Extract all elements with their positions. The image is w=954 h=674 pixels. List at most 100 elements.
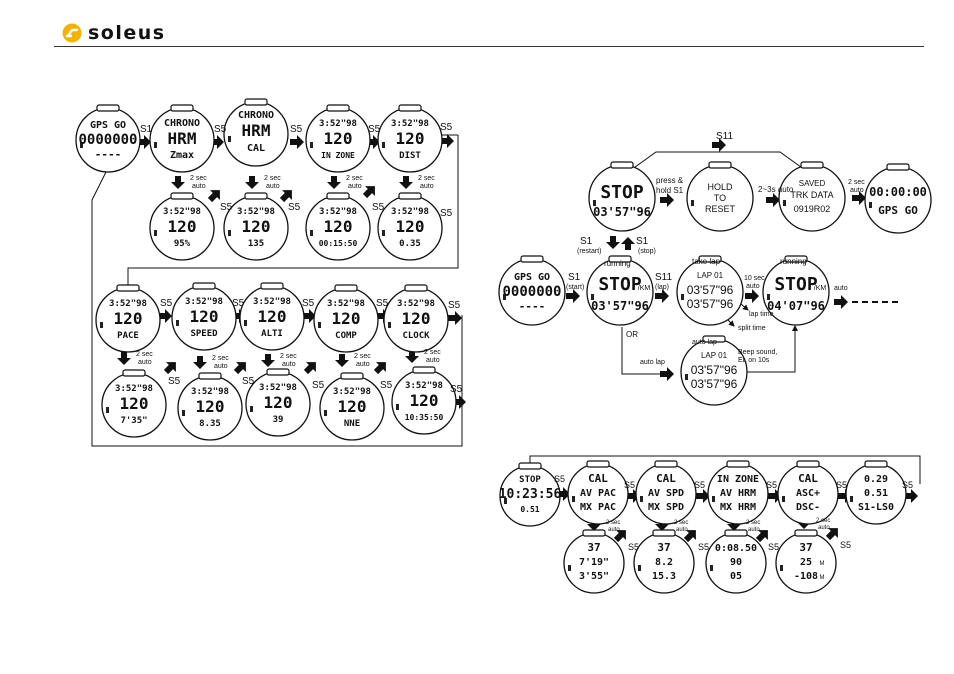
label-auto: auto (746, 283, 760, 290)
lcd-text: SAVED (799, 179, 826, 188)
battery-icon (850, 496, 853, 502)
lcd-text: 120 (190, 307, 219, 326)
label-s1: S1 (636, 236, 649, 247)
battery-icon (324, 410, 327, 416)
battery-icon (710, 565, 713, 571)
lcd-text: 3'55" (579, 571, 609, 582)
arrow-up-right-icon (683, 530, 696, 543)
lcd-text: 120 (258, 307, 287, 326)
label-split-time: split time (738, 325, 766, 332)
lcd-text: 3:52"98 (327, 299, 365, 309)
label-s5: S5 (214, 124, 227, 135)
arrow-up-right-icon (825, 528, 838, 541)
lcd-text: M (820, 575, 825, 581)
lcd-text: STOP (519, 475, 541, 485)
label-two-sec: 2 sec (424, 349, 441, 356)
arrow-down-icon (587, 518, 601, 531)
lcd-text: 03'57"96 (691, 377, 738, 391)
label-two-sec: 2 sec (354, 353, 371, 360)
lcd-text: S1-LS0 (858, 502, 894, 513)
arrow-right-icon (745, 289, 759, 303)
label-s5: S5 (232, 298, 245, 309)
lcd-text: 15.3 (652, 571, 676, 582)
lcd-text: RESET (705, 204, 736, 214)
label-two-sec: 2 sec (816, 518, 830, 524)
battery-icon (244, 320, 247, 326)
label-auto: auto (676, 527, 688, 533)
watch-spd-sub: 378.215.3 (633, 529, 695, 594)
label-s5: S5 (380, 380, 393, 391)
lcd-text: DIST (399, 151, 421, 161)
lcd-text: AV PAC (580, 488, 616, 499)
battery-icon (154, 142, 157, 148)
lcd-text: TRK DATA (790, 190, 833, 200)
arrow-right-icon (366, 135, 380, 149)
lcd-text: 39 (273, 415, 284, 425)
lcd-text: MX PAC (580, 502, 616, 513)
lcd-text: 3:52"98 (391, 119, 429, 129)
label-two-sec: 2 sec (280, 353, 297, 360)
lcd-text: 7'35" (120, 416, 147, 426)
label-auto: auto (282, 361, 296, 368)
lcd-text: CHRONO (238, 110, 274, 121)
label-auto: auto (192, 183, 206, 190)
lcd-text: HRM (242, 121, 271, 140)
arrow-right-icon (137, 135, 151, 149)
arrow-down-icon (399, 176, 413, 189)
arrow-right-icon (566, 289, 580, 303)
label-auto: auto (818, 525, 830, 531)
label-running: running (780, 257, 807, 266)
label-running: running (604, 259, 631, 268)
battery-icon (154, 230, 157, 236)
lcd-text: CAL (656, 472, 676, 485)
label-el: EL on 10s (738, 357, 770, 364)
lcd-text: 3:52"98 (163, 207, 201, 217)
lcd-text: 03'57"96 (687, 283, 734, 297)
battery-icon (310, 230, 313, 236)
lcd-text: 95% (174, 239, 191, 249)
flow-line (746, 325, 798, 373)
label-auto: auto (748, 527, 760, 533)
arrow-up-right-icon (233, 362, 246, 375)
lcd-text: NNE (344, 419, 360, 429)
battery-icon (176, 320, 179, 326)
label-s5: S5 (302, 298, 315, 309)
label-auto: auto (608, 527, 620, 533)
watch-pac-sub: 377'19"3'55" (563, 529, 625, 594)
lcd-text: 120 (332, 309, 361, 328)
lcd-text: 0.51 (864, 488, 888, 499)
lcd-text: ---- (95, 148, 122, 161)
label-s5: S5 (368, 124, 381, 135)
lcd-text: GPS GO (878, 204, 918, 217)
lcd-text: /KM (638, 285, 651, 292)
label-two-sec: 2 sec (848, 179, 865, 186)
label-s5: S5 (372, 202, 385, 213)
lcd-text: 3:52"98 (259, 383, 297, 393)
label-s5: S5 (160, 298, 173, 309)
lcd-text: 0.51 (520, 505, 539, 514)
lcd-text: LAP 01 (701, 351, 728, 360)
battery-icon (712, 496, 715, 502)
lcd-text: 03'57"96 (691, 363, 738, 377)
label-s5: S5 (242, 376, 255, 387)
lcd-text: PACE (117, 331, 139, 341)
arrow-down-icon (261, 354, 275, 367)
battery-icon (396, 404, 399, 410)
lcd-text: HRM (168, 129, 197, 148)
lcd-text: ALTI (261, 329, 283, 339)
label-s1: S1 (580, 236, 593, 247)
label-start: (start) (566, 284, 584, 291)
label-s5: S5 (450, 384, 463, 395)
label-2-3s: 2~3s auto (758, 185, 794, 194)
lcd-text: ASC+ (796, 488, 820, 499)
lcd-text: 120 (168, 217, 197, 236)
battery-icon (638, 565, 641, 571)
